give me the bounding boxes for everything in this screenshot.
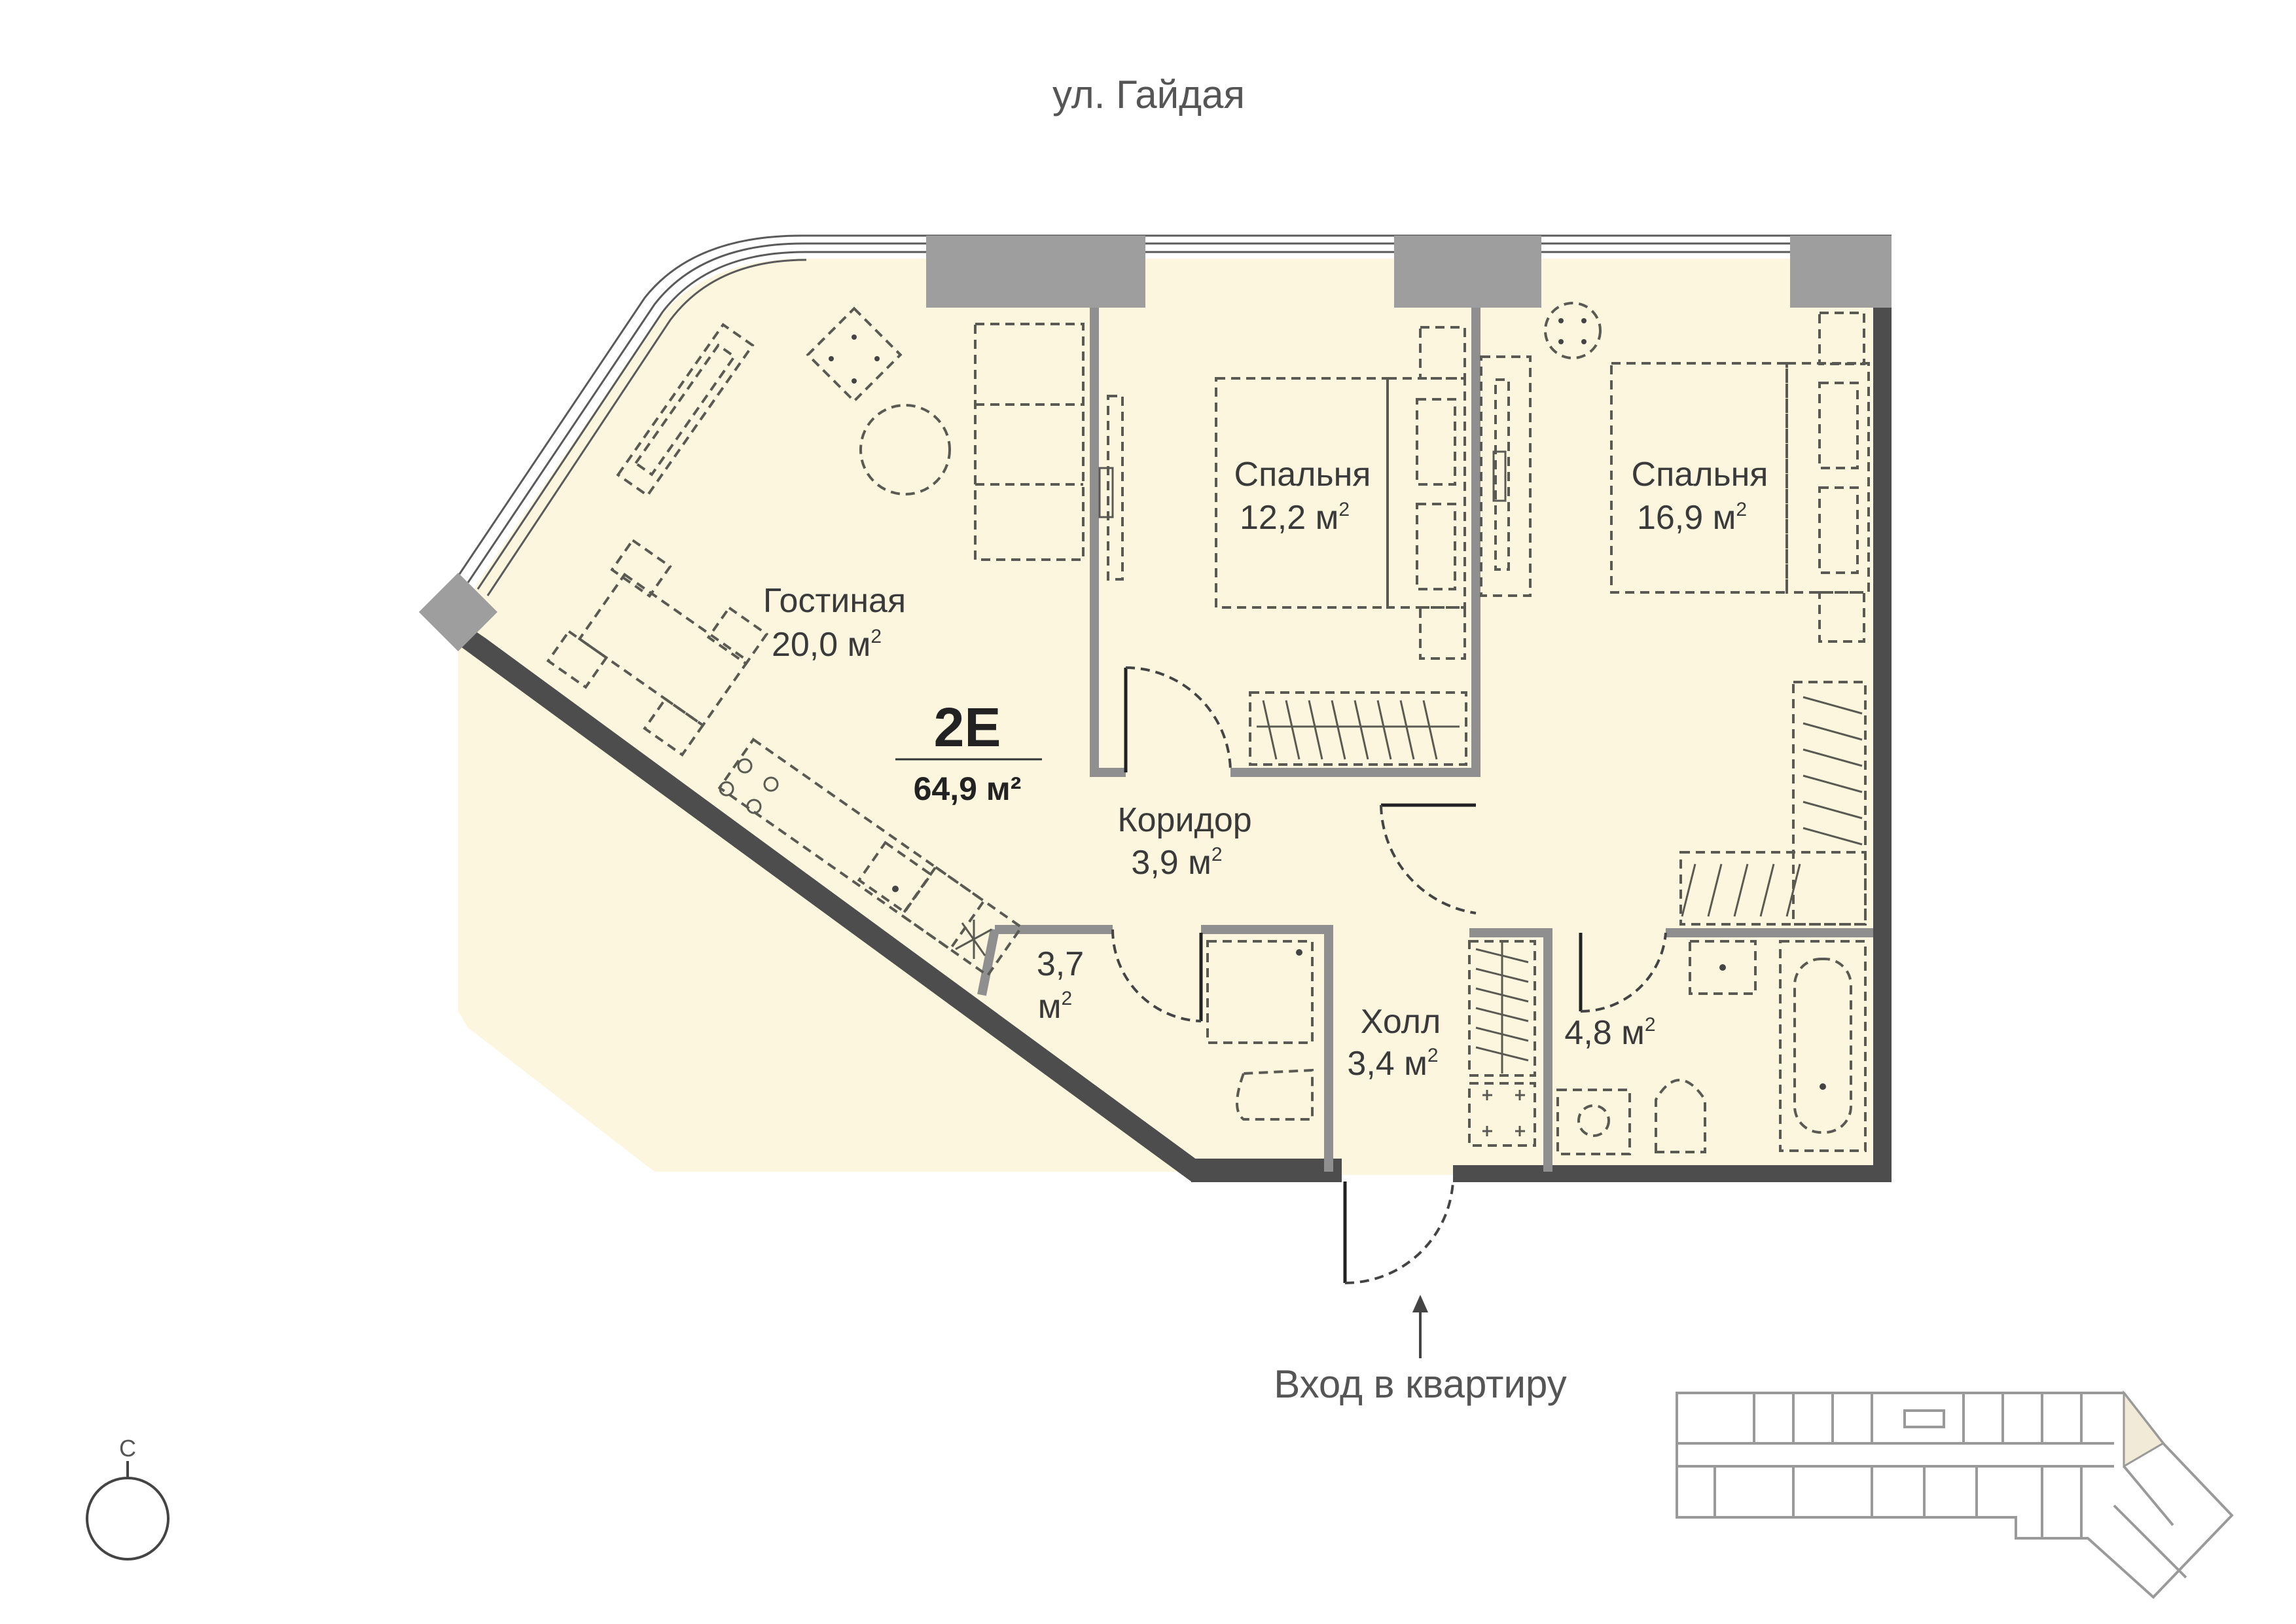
bedroom2-name: Спальня: [1632, 456, 1768, 494]
unit-total-area: 64,9 м²: [914, 770, 1022, 807]
interior-walls: [977, 308, 1873, 1172]
bath-fixtures: [1206, 940, 1867, 1155]
bathroom-area-sup: 2: [1645, 1014, 1656, 1036]
bedroom2-furniture: [1480, 302, 1870, 926]
svg-text:16,9 м2: 16,9 м2: [1637, 499, 1747, 537]
bedroom2-area-sup: 2: [1736, 499, 1747, 520]
corridor-area-sup: 2: [1211, 844, 1223, 865]
wc-area-value: 3,7: [1037, 945, 1084, 983]
hall-name: Холл: [1361, 1003, 1441, 1041]
bedroom1-furniture: [1098, 326, 1467, 766]
living-name: Гостиная: [763, 582, 906, 620]
svg-text:12,2 м2: 12,2 м2: [1240, 499, 1350, 537]
bedroom1-name: Спальня: [1234, 456, 1371, 494]
wc-area-unit: м: [1038, 988, 1062, 1026]
apartment-floor: [458, 259, 1892, 1182]
wc-area-sup: 2: [1062, 988, 1073, 1009]
doors: [1111, 666, 1667, 1285]
compass-letter: С: [119, 1435, 136, 1462]
svg-text:3,4 м2: 3,4 м2: [1347, 1045, 1438, 1083]
bedroom1-area-sup: 2: [1338, 499, 1350, 520]
corridor-name: Коридор: [1117, 801, 1251, 839]
entrance-arrow: [1412, 1295, 1428, 1358]
svg-text:4,8 м2: 4,8 м2: [1564, 1014, 1655, 1052]
corridor-area: 3,9 м: [1131, 844, 1211, 882]
balcony-rail: [457, 234, 1892, 596]
hall-area-sup: 2: [1427, 1045, 1439, 1066]
svg-text:20,0 м2: 20,0 м2: [772, 626, 882, 664]
outer-walls: [458, 308, 1892, 1182]
unit-code: 2E: [934, 696, 1001, 758]
hall-area: 3,4 м: [1347, 1045, 1427, 1083]
svg-text:м2: м2: [1038, 988, 1072, 1026]
room-labels: Гостиная 20,0 м2 Спальня 12,2 м2 Спальня…: [763, 456, 1768, 1083]
street-label: ул. Гайдая: [1052, 73, 1245, 117]
living-area-sup: 2: [870, 626, 882, 647]
columns: [419, 236, 1892, 651]
floor-key-map: [1676, 1390, 2234, 1599]
entrance-label: Вход в квартиру: [1274, 1362, 1567, 1406]
svg-text:3,9 м2: 3,9 м2: [1131, 844, 1222, 882]
bedroom2-area: 16,9 м: [1637, 499, 1736, 537]
compass: С: [86, 1435, 170, 1561]
bedroom1-area: 12,2 м: [1240, 499, 1338, 537]
bathroom-area: 4,8 м: [1564, 1014, 1644, 1052]
living-area: 20,0 м: [772, 626, 870, 664]
living-furniture: [546, 306, 1085, 978]
